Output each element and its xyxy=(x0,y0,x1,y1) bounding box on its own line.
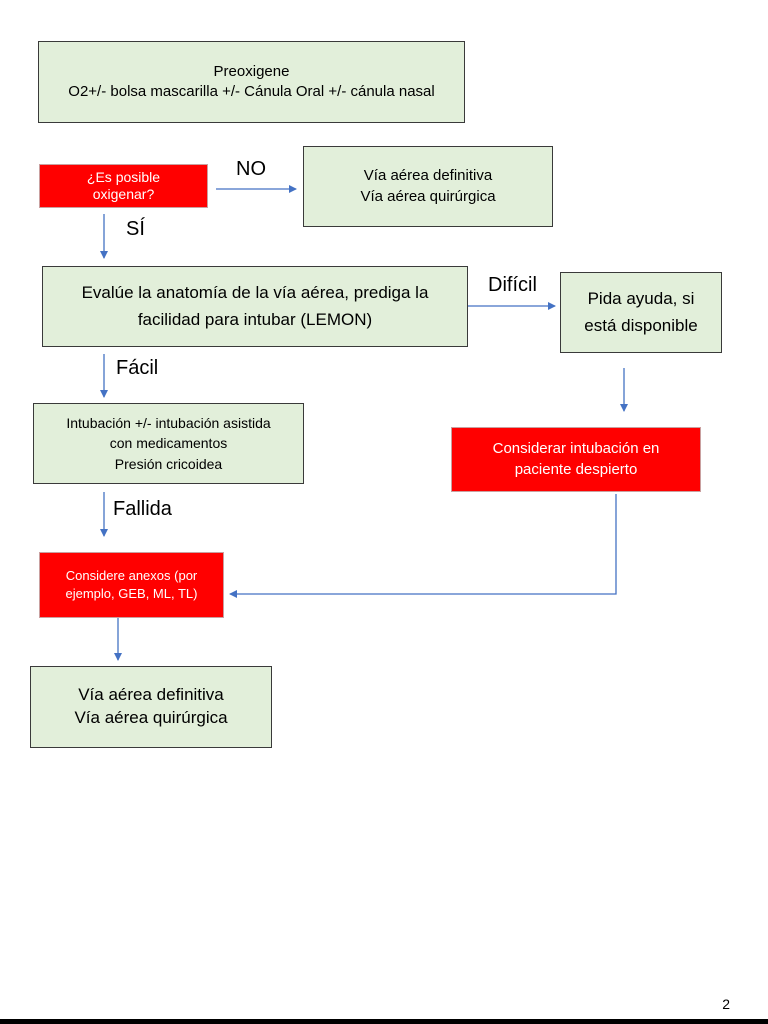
intubation-line1: Intubación +/- intubación asistida xyxy=(66,415,271,432)
awake-intubation-line1: Considerar intubación en xyxy=(492,440,660,458)
ask-help-line1: Pida ayuda, si xyxy=(587,289,695,309)
preoxygenate-line1: Preoxigene xyxy=(213,62,290,80)
adjuncts-line2: ejemplo, GEB, ML, TL) xyxy=(65,586,198,601)
intubation-box: Intubación +/- intubación asistida con m… xyxy=(33,403,304,484)
adjuncts-line1: Considere anexos (por xyxy=(65,568,198,584)
ask-help-line2: está disponible xyxy=(584,315,698,335)
definitive-airway-top-line2: Vía aérea quirúrgica xyxy=(360,187,496,205)
edge-label-failed: Fallida xyxy=(113,498,172,520)
awake-intubation-box: Considerar intubación en paciente despie… xyxy=(451,427,701,492)
intubation-line3: Presión cricoidea xyxy=(114,455,223,472)
intubation-line2: con medicamentos xyxy=(109,435,228,452)
definitive-airway-bottom-line2: Vía aérea quirúrgica xyxy=(74,708,228,727)
page-number: 2 xyxy=(722,996,730,1012)
definitive-airway-top-box: Vía aérea definitiva Vía aérea quirúrgic… xyxy=(303,146,553,227)
preoxygenate-box: Preoxigene O2+/- bolsa mascarilla +/- Cá… xyxy=(38,41,465,123)
arrow-awake-to-adjuncts xyxy=(229,494,617,598)
evaluate-anatomy-line2: facilidad para intubar (LEMON) xyxy=(137,309,373,329)
footer-bar xyxy=(0,1019,768,1024)
edge-label-no: NO xyxy=(236,158,266,180)
evaluate-anatomy-line1: Evalúe la anatomía de la vía aérea, pred… xyxy=(81,283,429,303)
adjuncts-box: Considere anexos (por ejemplo, GEB, ML, … xyxy=(39,552,224,618)
definitive-airway-top-line1: Vía aérea definitiva xyxy=(363,167,493,185)
evaluate-anatomy-box: Evalúe la anatomía de la vía aérea, pred… xyxy=(42,266,468,347)
can-oxygenate-box: ¿Es posible oxigenar? xyxy=(39,164,208,208)
ask-help-box: Pida ayuda, si está disponible xyxy=(560,272,722,353)
definitive-airway-bottom-box: Vía aérea definitiva Vía aérea quirúrgic… xyxy=(30,666,272,748)
can-oxygenate-line2: oxigenar? xyxy=(92,186,155,202)
definitive-airway-bottom-line1: Vía aérea definitiva xyxy=(78,685,224,705)
edge-label-easy: Fácil xyxy=(116,357,159,379)
edge-label-difficult: Difícil xyxy=(488,274,537,296)
awake-intubation-line2: paciente despierto xyxy=(514,460,638,478)
edge-label-yes: SÍ xyxy=(126,218,145,240)
can-oxygenate-line1: ¿Es posible xyxy=(86,168,161,185)
preoxygenate-line2: O2+/- bolsa mascarilla +/- Cánula Oral +… xyxy=(68,83,435,100)
